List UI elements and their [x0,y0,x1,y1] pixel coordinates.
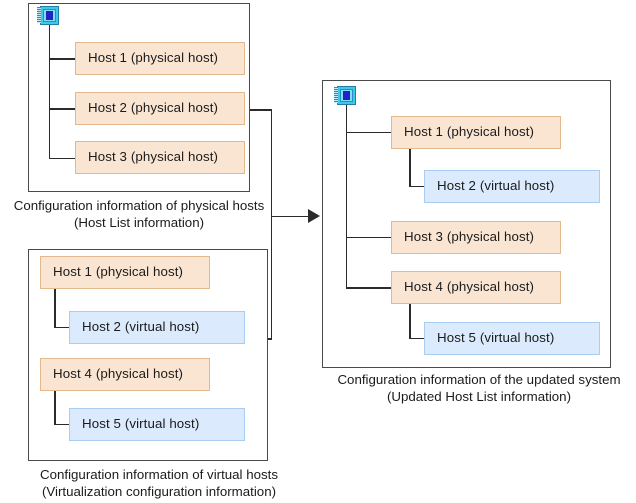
tree-elbow-virtual-1-v [54,289,56,328]
caption-updated-line2: (Updated Host List information) [386,388,572,404]
server-icon-updated-inner-screen [343,91,350,100]
caption-virtual-line2: (Virtualization configuration informatio… [41,483,277,499]
merge-stub-from-physical [250,109,272,111]
server-icon-updated [334,86,356,105]
node-virtualpanel-host-2-virtual[interactable]: Host 2 (virtual host) [69,311,245,344]
tree-trunk-physical [48,25,51,159]
merge-stub-from-virtual [268,338,272,340]
tree-branch-updated-host1 [345,131,392,134]
server-icon-updated-stripes [334,87,338,103]
server-icon-stripes [37,7,41,23]
node-updated-host-1-physical[interactable]: Host 1 (physical host) [391,116,561,149]
tree-branch-physical-1 [48,58,76,60]
tree-branch-updated-host3 [345,236,392,239]
node-host-3-physical[interactable]: Host 3 (physical host) [75,141,245,174]
caption-physical-line2: (Host List information) [73,214,205,230]
tree-elbow-virtual-1-h [54,326,69,329]
tree-elbow-virtual-2-h [54,423,69,426]
tree-elbow-updated-1-h [409,185,424,188]
caption-updated-line1: Configuration information of the updated… [337,372,621,387]
node-virtualpanel-host-1-physical[interactable]: Host 1 (physical host) [40,256,210,289]
tree-elbow-virtual-2-v [54,391,56,424]
arrow-right-icon [308,209,320,223]
node-host-1-physical[interactable]: Host 1 (physical host) [75,42,245,75]
node-updated-host-2-virtual[interactable]: Host 2 (virtual host) [424,170,600,203]
tree-elbow-updated-2-h [409,337,424,340]
caption-physical-line1: Configuration information of physical ho… [13,198,265,213]
node-host-2-physical[interactable]: Host 2 (physical host) [75,92,245,125]
server-icon [37,6,59,25]
server-icon-inner-screen [46,11,53,20]
merge-spine [270,109,273,340]
node-virtualpanel-host-5-virtual[interactable]: Host 5 (virtual host) [69,408,245,441]
tree-branch-physical-3 [48,157,76,160]
caption-virtual-line1: Configuration information of virtual hos… [40,467,278,482]
tree-elbow-updated-1-v [409,149,411,187]
node-updated-host-3-physical[interactable]: Host 3 (physical host) [391,221,561,254]
node-virtualpanel-host-4-physical[interactable]: Host 4 (physical host) [40,358,210,391]
merge-arrow-shaft [270,215,311,218]
tree-trunk-updated [345,105,348,288]
tree-branch-physical-2 [48,108,76,110]
tree-elbow-updated-2-v [409,304,411,339]
node-updated-host-4-physical[interactable]: Host 4 (physical host) [391,271,561,304]
caption-physical-hosts: Configuration information of physical ho… [0,198,278,231]
node-updated-host-5-virtual[interactable]: Host 5 (virtual host) [424,322,600,355]
tree-branch-updated-host4 [345,287,392,289]
caption-updated-system: Configuration information of the updated… [322,372,636,405]
caption-virtual-hosts: Configuration information of virtual hos… [0,467,318,500]
